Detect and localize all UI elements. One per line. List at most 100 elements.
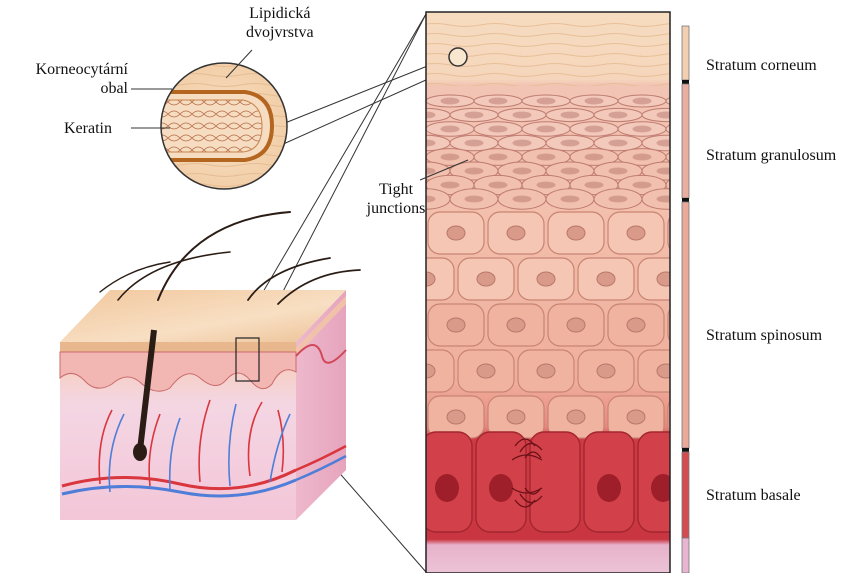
spinous-cell — [368, 304, 424, 346]
granular-cell — [378, 149, 426, 166]
granular-cell — [666, 122, 714, 136]
lipid-bilayer-label-line1: Lipidická — [246, 4, 314, 23]
zoom-spot-circle — [449, 48, 467, 66]
keratohyalin-granules — [609, 168, 627, 174]
keratohyalin-granules — [609, 112, 627, 118]
cell-nucleus — [657, 272, 675, 286]
keratohyalin-granules — [393, 154, 411, 160]
granular-cell — [378, 95, 426, 107]
cell-nucleus — [687, 410, 705, 424]
cell-nucleus — [597, 364, 615, 378]
granular-cell — [378, 122, 426, 136]
keratohyalin-granules — [513, 196, 531, 202]
corneocyte-zoom — [131, 50, 290, 190]
layer-scale-bar — [682, 26, 689, 573]
lipid-bilayer-label-line2: dvojvrstva — [246, 23, 314, 42]
layer-label-corneum: Stratum corneum — [706, 56, 817, 75]
lipid-bilayer-label: Lipidická dvojvrstva — [246, 4, 314, 42]
keratohyalin-granules — [561, 140, 579, 146]
keratohyalin-granules — [489, 154, 507, 160]
keratohyalin-granules — [465, 168, 483, 174]
spinous-cell — [698, 258, 754, 300]
basal-cell-nucleus — [489, 474, 513, 502]
keratohyalin-granules — [633, 98, 651, 104]
keratohyalin-granules — [705, 168, 723, 174]
cell-nucleus — [447, 318, 465, 332]
keratohyalin-granules — [633, 126, 651, 132]
layer-label-spinosum: Stratum spinosum — [706, 326, 822, 345]
keratohyalin-granules — [585, 126, 603, 132]
keratohyalin-granules — [537, 98, 555, 104]
cell-nucleus — [387, 318, 405, 332]
keratohyalin-granules — [609, 140, 627, 146]
cell-nucleus — [507, 318, 525, 332]
keratohyalin-granules — [633, 182, 651, 188]
keratohyalin-granules — [537, 126, 555, 132]
corneocyte-envelope-label-line1: Korneocytární — [0, 60, 128, 79]
spinous-cell — [668, 212, 724, 254]
tight-junctions-label-line1: Tight — [366, 180, 426, 199]
keratohyalin-granules — [393, 126, 411, 132]
cell-nucleus — [567, 226, 585, 240]
keratohyalin-granules — [441, 182, 459, 188]
granular-cell — [666, 95, 714, 107]
granular-cell — [690, 189, 738, 209]
keratohyalin-granules — [441, 126, 459, 132]
keratohyalin-granules — [561, 168, 579, 174]
layer-label-granulosum: Stratum granulosum — [706, 146, 836, 165]
keratohyalin-granules — [705, 196, 723, 202]
granular-cell — [690, 108, 738, 121]
keratohyalin-granules — [465, 112, 483, 118]
cell-nucleus — [717, 272, 735, 286]
cell-nucleus — [537, 364, 555, 378]
keratohyalin-granules — [657, 196, 675, 202]
keratin-label: Keratin — [64, 119, 112, 138]
keratohyalin-granules — [537, 182, 555, 188]
basal-cell — [530, 432, 580, 532]
cell-nucleus — [537, 272, 555, 286]
cell-nucleus — [387, 410, 405, 424]
cell-nucleus — [477, 364, 495, 378]
keratohyalin-granules — [465, 140, 483, 146]
cell-nucleus — [447, 226, 465, 240]
tight-junctions-label-line2: junctions — [366, 199, 426, 218]
keratohyalin-granules — [561, 112, 579, 118]
skin-block — [60, 212, 360, 520]
cell-nucleus — [627, 226, 645, 240]
keratohyalin-granules — [657, 140, 675, 146]
keratohyalin-granules — [513, 168, 531, 174]
keratohyalin-granules — [585, 98, 603, 104]
tight-junctions-label: Tight junctions — [366, 180, 426, 218]
cell-nucleus — [657, 364, 675, 378]
keratohyalin-granules — [393, 98, 411, 104]
keratohyalin-granules — [489, 126, 507, 132]
cell-nucleus — [687, 318, 705, 332]
spinous-cell — [668, 396, 724, 438]
keratohyalin-granules — [657, 168, 675, 174]
corneocyte-envelope-label: Korneocytární obal — [0, 60, 128, 98]
layer-label-basale: Stratum basale — [706, 486, 801, 505]
granular-cell — [666, 175, 714, 194]
keratohyalin-granules — [705, 112, 723, 118]
cell-nucleus — [477, 272, 495, 286]
keratohyalin-granules — [465, 196, 483, 202]
keratohyalin-granules — [585, 182, 603, 188]
basal-cell-nucleus — [435, 474, 459, 502]
cell-nucleus — [567, 318, 585, 332]
cell-nucleus — [627, 318, 645, 332]
keratohyalin-granules — [441, 154, 459, 160]
spinous-cell — [698, 350, 754, 392]
cell-nucleus — [687, 226, 705, 240]
corneocyte-envelope-label-line2: obal — [0, 79, 128, 98]
basal-cell-nucleus — [651, 474, 675, 502]
cell-nucleus — [507, 410, 525, 424]
keratohyalin-granules — [513, 140, 531, 146]
cell-nucleus — [627, 410, 645, 424]
cell-nucleus — [567, 410, 585, 424]
cell-nucleus — [507, 226, 525, 240]
keratohyalin-granules — [657, 112, 675, 118]
cell-nucleus — [387, 226, 405, 240]
keratohyalin-granules — [537, 154, 555, 160]
cell-nucleus — [597, 272, 615, 286]
